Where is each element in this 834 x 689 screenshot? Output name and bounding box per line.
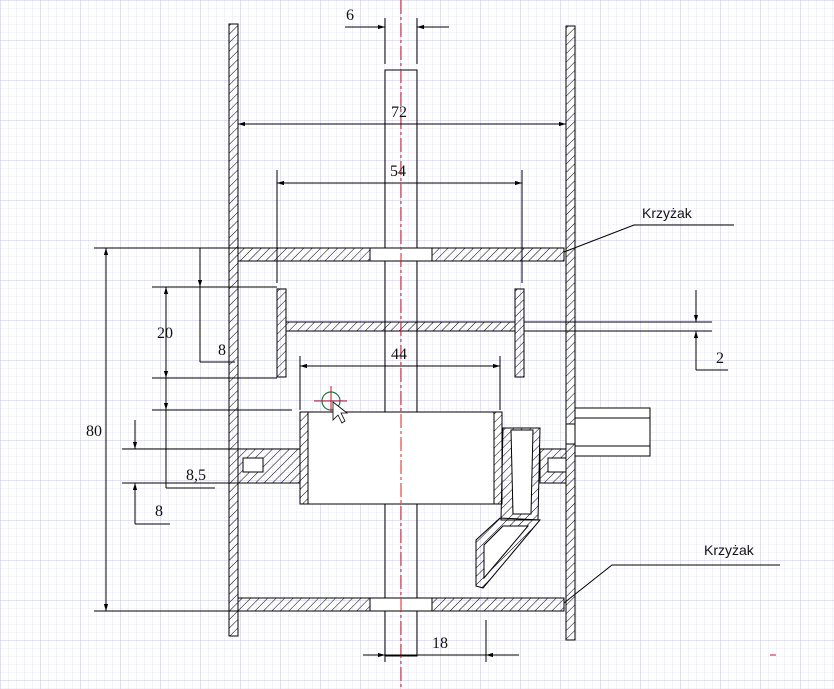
right-wall [565, 25, 576, 641]
dimension-54 [276, 170, 523, 283]
dimension-8-upper [190, 247, 238, 363]
dimension-20-value: 20 [157, 325, 173, 342]
top-cross-leader [563, 224, 734, 253]
dimension-6-value: 6 [346, 7, 354, 24]
bottom-cross-label: Krzyżak [704, 542, 755, 558]
dimension-8-5-value: 8,5 [186, 467, 206, 484]
dimension-18 [363, 620, 519, 662]
dimension-8-lower [122, 420, 238, 525]
discharge-chute [475, 427, 542, 589]
cursor-snap-icon [314, 386, 349, 424]
dimension-6 [345, 18, 449, 64]
top-cross-label: Krzyżak [642, 205, 693, 221]
dimension-44-value: 44 [391, 346, 407, 363]
left-wall [228, 23, 239, 637]
dimension-2-value: 2 [716, 350, 724, 367]
outlet-pipe [565, 407, 651, 457]
dimension-72-value: 72 [391, 104, 407, 121]
dimension-44 [299, 356, 501, 410]
dimension-80-value: 80 [86, 423, 102, 440]
middle-plate [237, 448, 567, 484]
dimension-20 [152, 286, 277, 379]
dimension-8-upper-value: 8 [218, 342, 226, 359]
bottom-cross-leader [563, 564, 780, 604]
dimension-8-lower-value: 8 [155, 503, 163, 520]
dimension-2 [524, 290, 728, 371]
dimension-54-value: 54 [390, 163, 406, 180]
dimension-18-value: 18 [432, 635, 448, 652]
